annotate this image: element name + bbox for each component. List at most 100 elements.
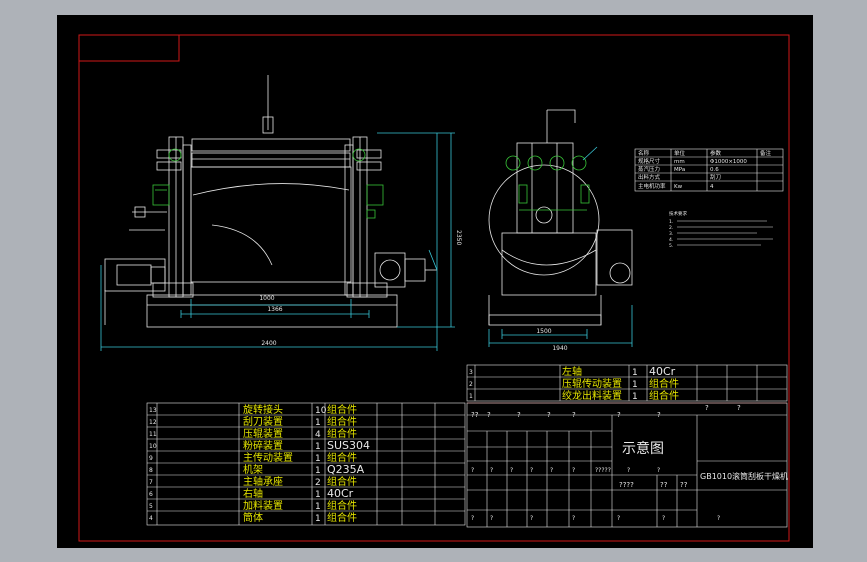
tech-cell: mm [674,159,685,165]
tech-cell: 蒸汽压力 [638,165,660,173]
bom-no: 7 [149,479,153,486]
title-block-grid [466,402,788,528]
tech-note: 2. [669,225,673,231]
bom-name: 主传动装置 [243,451,293,464]
tech-note: 3. [669,231,673,237]
front-view-green [152,148,384,219]
bom-qty: 1 [315,466,321,476]
title-q2: ? [471,467,474,474]
tech-cell: MPa [674,167,685,173]
title-q4: ? [530,515,533,522]
tech-notes: 技术要求 1. 2. 3. 4. 5. [669,210,773,249]
bom-top-grid [466,364,788,402]
dim-height-label: 2350 [455,230,462,245]
tech-header-4: 备注 [760,149,772,157]
title-q: ? [547,411,551,419]
side-view-green [505,155,590,211]
bom-main-text: 13 旋转接头 10 组合件 12 刮刀装置 1 组合件 11 压辊装置 4 组… [149,403,370,524]
title-q3: ?? [660,481,668,489]
tech-cell: 0.6 [710,167,719,173]
tech-param-text: 名称 单位 参数 备注 规格尺寸 mm Φ1000×1000 蒸汽压力 MPa … [638,149,772,190]
dim-1000-label: 1000 [259,295,274,302]
title-q2: ? [490,467,493,474]
bom-qty: 1 [315,490,321,500]
bom-no: 4 [149,515,153,522]
cad-drawing: 1000 1366 2400 2350 [78,34,790,542]
bom-top-no: 3 [469,369,473,376]
bom-name: 筒体 [243,511,263,524]
front-view-text: 1000 1366 2400 2350 [259,230,462,347]
tech-param-table [634,148,784,192]
bom-no: 10 [149,443,157,450]
bom-no: 6 [149,491,153,498]
bom-material: 组合件 [327,403,357,416]
tech-cell: 刮刀 [710,173,721,181]
bom-material: 组合件 [327,499,357,512]
tech-cell: 4 [710,184,714,190]
title-q4: ? [471,515,474,522]
bom-no: 11 [149,431,157,438]
title-q2: ? [530,467,533,474]
bom-top-material: 40Cr [649,365,676,378]
bom-top-qty: 1 [632,392,638,402]
title-q: ? [737,404,741,412]
bom-top-name: 压辊传动装置 [562,377,622,390]
bom-qty: 4 [315,430,321,440]
tech-cell: Φ1000×1000 [710,159,747,165]
bom-name: 旋转接头 [243,403,283,416]
title-q: ? [487,411,491,419]
title-q4: ? [490,515,493,522]
title-q: ? [657,411,661,419]
bom-no: 9 [149,455,153,462]
bom-top-no: 1 [469,393,473,400]
bom-name: 压辊装置 [243,427,283,440]
title-q2: ? [510,467,513,474]
bom-material: Q235A [327,463,365,476]
title-q: ? [572,411,576,419]
title-q: ? [705,404,709,412]
bom-material: 组合件 [327,415,357,428]
title-q2: ? [550,467,553,474]
drawing-sheet: 1000 1366 2400 2350 [57,15,813,548]
bom-qty: 10 [315,406,327,416]
bom-top-qty: 1 [632,368,638,378]
bom-top-name: 绞龙出料装置 [562,389,622,402]
tech-header-2: 单位 [674,149,686,157]
bom-top-qty: 1 [632,380,638,390]
front-view-dims [100,132,455,351]
tech-cell: Kw [674,184,683,190]
dim-right-inner-label: 1500 [536,328,551,335]
title-q2: ? [572,467,575,474]
side-view [488,109,633,326]
title-q4: ? [572,515,575,522]
bom-main-grid [146,402,466,526]
title-q4: ? [662,515,665,522]
tech-note: 5. [669,243,673,249]
bom-qty: 1 [315,454,321,464]
bom-no: 5 [149,503,153,510]
dim-total-label: 2400 [261,340,276,347]
bom-no: 12 [149,419,157,426]
title-q4: ? [617,515,620,522]
tech-cell: 出料方式 [638,173,661,181]
bom-material: 组合件 [327,427,357,440]
side-view-dims [488,146,633,347]
bom-qty: 1 [315,502,321,512]
bom-top-material: 组合件 [649,377,679,390]
bom-qty: 2 [315,478,321,488]
bom-material: 组合件 [327,451,357,464]
view-title: 示意图 [622,440,664,457]
inner-frame [78,34,790,542]
title-block-text: ?? ? ? ? ? ? ? ? ? 示意图 GB1010滚筒刮板干燥机 ? ?… [471,404,788,522]
title-q3: ???? [619,481,634,489]
bom-name: 粉碎装置 [243,439,283,452]
bom-qty: 1 [315,418,321,428]
title-q2: ? [657,467,660,474]
bom-material: 组合件 [327,511,357,524]
bom-material: 组合件 [327,475,357,488]
corner-stamp [79,35,180,62]
side-view-text: 1500 1940 [536,328,567,352]
dim-1366-label: 1366 [267,306,282,313]
bom-material: SUS304 [327,439,370,452]
